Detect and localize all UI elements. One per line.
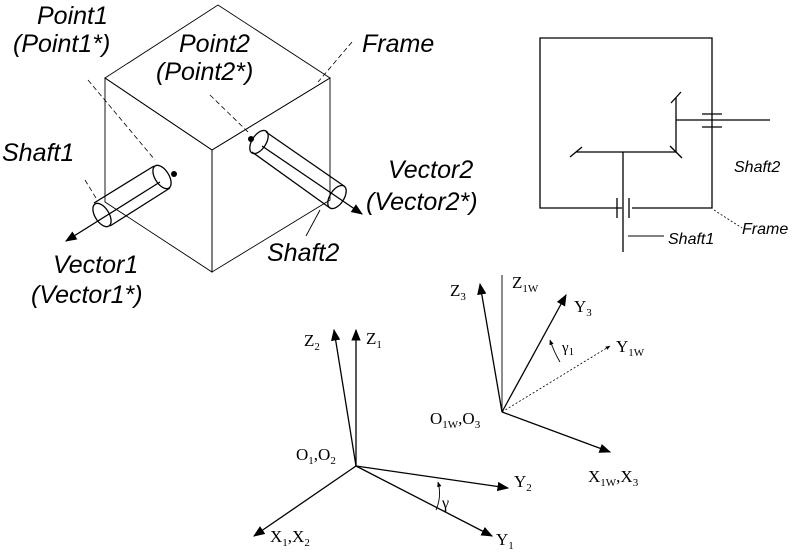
shaft2-label: Shaft2 <box>267 239 339 267</box>
y2-label: Y2 <box>514 472 532 494</box>
axis-x1-x2 <box>253 465 357 537</box>
frame-leader <box>317 41 353 83</box>
z2-label: Z2 <box>304 331 320 353</box>
schematic <box>539 37 770 252</box>
axis-x1w-x3 <box>501 411 612 453</box>
schematic-frame-leader <box>713 209 743 229</box>
o1-o2-label: O1,O2 <box>296 445 336 467</box>
frame-label: Frame <box>362 30 434 58</box>
vector2-label: Vector2 <box>388 156 473 184</box>
vector2-star-label: (Vector2*) <box>366 188 478 216</box>
axis-y1w <box>501 345 611 413</box>
o1w-o3-label: O1W,O3 <box>430 409 481 431</box>
vector2-arrow <box>261 145 363 215</box>
x1-x2-label: X1,X2 <box>270 527 310 549</box>
axes-left <box>253 328 510 537</box>
gamma1-label: γ1 <box>561 340 574 358</box>
schematic-shaft2-label: Shaft2 <box>734 159 780 176</box>
z1w-label: Z1W <box>512 273 539 295</box>
gamma1-arc <box>549 339 561 363</box>
cube-left-face <box>104 77 213 273</box>
axis-y2 <box>355 465 510 492</box>
z3-label: Z3 <box>450 281 466 303</box>
point1-dot <box>171 171 177 177</box>
axis-y3 <box>501 293 567 413</box>
axes-right <box>477 275 612 453</box>
point2-star-label: (Point2*) <box>156 58 253 86</box>
point1-label: Point1 <box>37 2 108 30</box>
point2-label: Point2 <box>179 30 250 58</box>
z1-label: Z1 <box>366 329 382 351</box>
shaft1-leader <box>84 179 97 199</box>
point1-leader <box>87 79 156 161</box>
gamma-label: γ <box>441 495 449 512</box>
cube <box>104 4 331 273</box>
vector1-star-label: (Vector1*) <box>31 281 143 309</box>
y3-label: Y3 <box>574 297 592 319</box>
shaft1-label: Shaft1 <box>2 139 74 167</box>
gamma-arc <box>435 481 442 511</box>
axis-y1 <box>355 465 494 537</box>
vector1-label: Vector1 <box>53 251 138 279</box>
shaft2-cylinder <box>249 129 347 210</box>
schematic-frame-label: Frame <box>742 221 788 238</box>
vector1-arrow <box>65 181 161 242</box>
x1w-x3-label: X1W,X3 <box>588 467 639 489</box>
schematic-frame-box <box>539 37 713 209</box>
shaft2-leader <box>305 209 321 237</box>
y1-label: Y1 <box>496 530 514 552</box>
schematic-shaft1-label: Shaft1 <box>668 231 714 248</box>
point2-leader <box>209 94 249 133</box>
y1w-label: Y1W <box>616 337 645 359</box>
point1-star-label: (Point1*) <box>13 30 110 58</box>
axis-z2 <box>331 328 357 467</box>
cube-right-face <box>211 77 331 273</box>
shaft1-cylinder <box>92 164 172 228</box>
axis-z3 <box>477 282 503 413</box>
